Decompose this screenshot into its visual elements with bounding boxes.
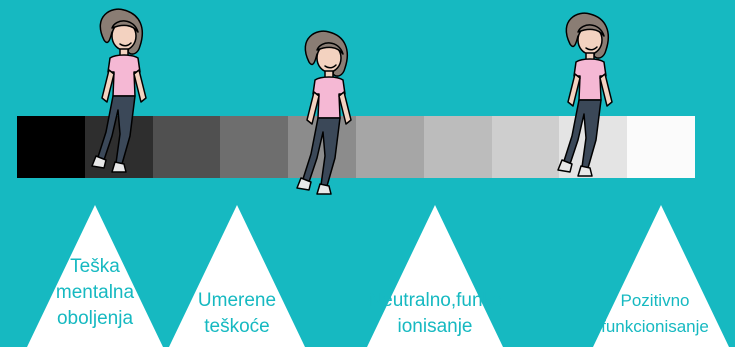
walking-girl-figure-1: [82, 6, 162, 176]
label-severe-mental-illness: Teška mentalna oboljenja: [27, 254, 163, 332]
gradient-segment-1: [17, 116, 85, 178]
walking-girl-figure-3: [548, 10, 628, 180]
label-positive-functioning: Pozitivno funkcionisanje: [575, 288, 735, 340]
gradient-segment-10: [627, 116, 695, 178]
walking-girl-figure-2: [287, 28, 367, 198]
person-icon: [548, 10, 628, 180]
label-neutral-functioning: Neutralno,funkc ionisanje: [330, 288, 540, 340]
gradient-segment-7: [424, 116, 492, 178]
label-moderate-difficulties: Umerene teškoće: [165, 288, 309, 340]
gradient-segment-3: [153, 116, 221, 178]
person-icon: [82, 6, 162, 176]
gradient-segment-4: [220, 116, 288, 178]
person-icon: [287, 28, 367, 198]
